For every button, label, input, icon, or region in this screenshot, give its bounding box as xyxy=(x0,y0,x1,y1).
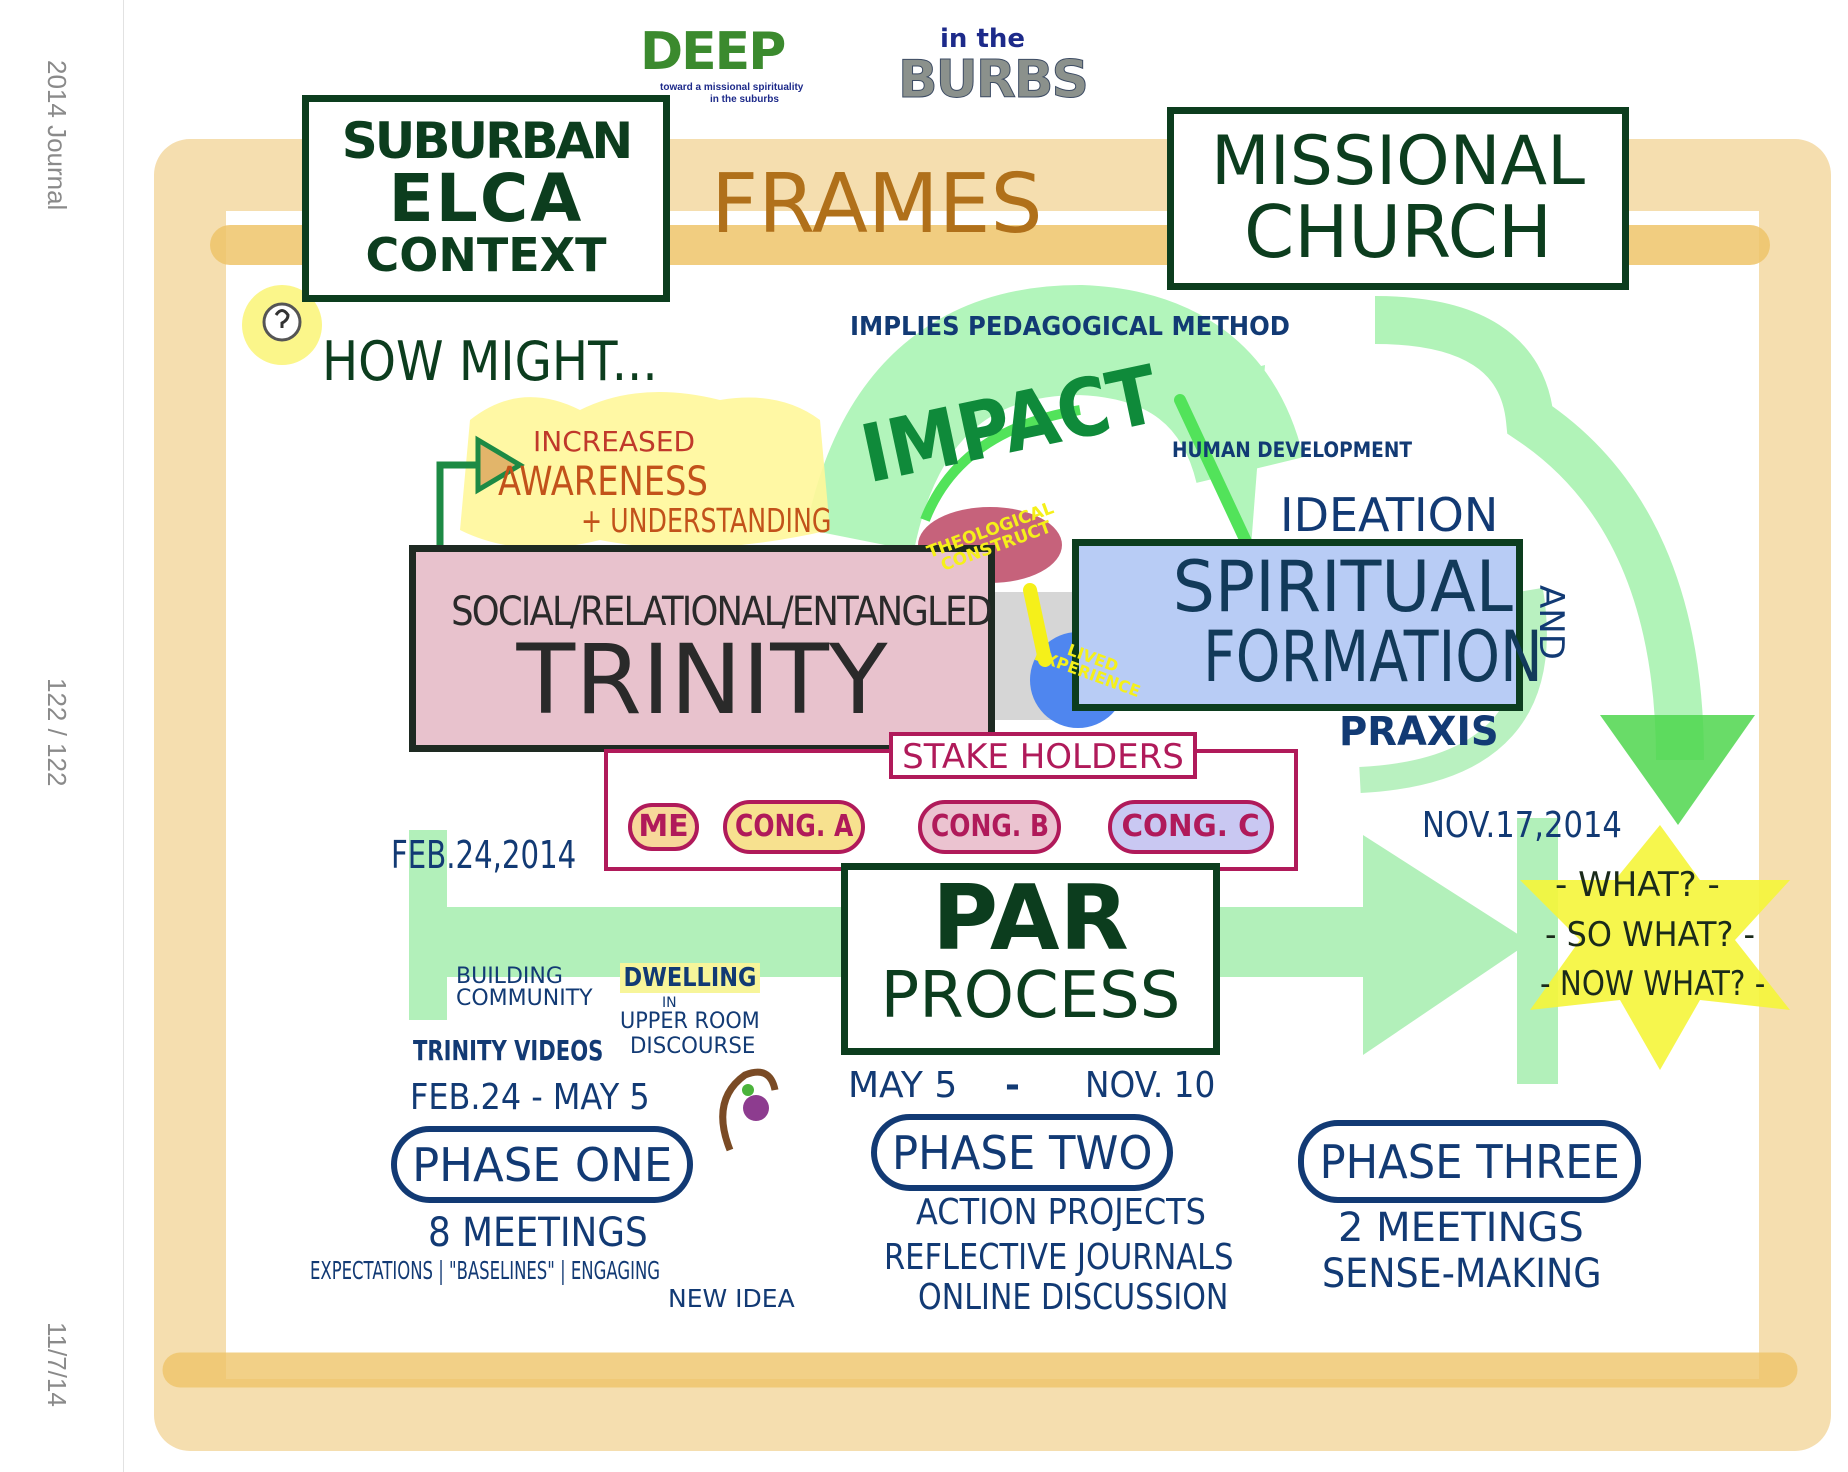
stakeholder-cong-c: CONG. C xyxy=(1108,800,1274,854)
par-process-box: PAR PROCESS xyxy=(841,863,1220,1055)
phase-one-dates: FEB.24 - MAY 5 xyxy=(410,1077,650,1118)
stakeholder-cong-b: CONG. B xyxy=(918,800,1061,854)
timeline-end-date: NOV.17,2014 xyxy=(1422,805,1622,846)
green-right-arrow xyxy=(1374,296,1704,761)
stakeholder-cong-a: CONG. A xyxy=(723,800,865,854)
stakeholder-cong-b-label: CONG. B xyxy=(930,809,1049,844)
stakeholder-cong-c-label: CONG. C xyxy=(1121,809,1261,844)
praxis-label: PRAXIS xyxy=(1339,709,1499,755)
phase-three-pill: PHASE THREE xyxy=(1298,1120,1641,1203)
impact-arc-head xyxy=(1170,365,1265,560)
phase-two-item: REFLECTIVE JOURNALS xyxy=(884,1237,1234,1278)
phase-two-pill: PHASE TWO xyxy=(871,1114,1173,1191)
note-in: IN xyxy=(662,995,677,1011)
phase-one-details-2: NEW IDEA xyxy=(668,1284,795,1313)
timeline-arrow-start xyxy=(409,830,447,1020)
phase-two-start: MAY 5 xyxy=(848,1065,958,1106)
missional-line-1: MISSIONAL xyxy=(1211,122,1585,201)
deep-in-the-burbs-logo: DEEP in the BURBS toward a missional spi… xyxy=(640,22,1226,110)
impact-outer-arc-text: IMPLIES PEDAGOGICAL METHOD xyxy=(850,312,1290,342)
par-process: PROCESS xyxy=(880,959,1181,1033)
phase-one-label: PHASE ONE xyxy=(411,1137,673,1192)
awareness-arrow-head xyxy=(475,435,525,495)
phase-two-item: ACTION PROJECTS xyxy=(916,1192,1206,1233)
timeline-arrow-head xyxy=(1363,835,1530,1055)
question-so-what: - SO WHAT? - xyxy=(1545,915,1756,955)
awareness-line3: + UNDERSTANDING xyxy=(581,501,832,540)
timeline-start-date: FEB.24,2014 xyxy=(391,833,577,877)
frames-label: FRAMES xyxy=(711,157,1043,252)
suburban-elca-context-box: SUBURBAN ELCA CONTEXT xyxy=(302,95,670,302)
phase-three-item: SENSE-MAKING xyxy=(1322,1251,1602,1297)
questions-burst xyxy=(1520,825,1790,1070)
impact-title-wrap: IMPACT xyxy=(810,348,1210,501)
impact-inner-arc-text: HUMAN DEVELOPMENT xyxy=(1172,438,1412,462)
awareness-arrow xyxy=(436,461,490,560)
question-now-what: - NOW WHAT? - xyxy=(1540,964,1766,1004)
stakeholder-me: ME xyxy=(628,803,699,851)
ideation-label: IDEATION xyxy=(1280,488,1499,542)
note-upper-room: UPPER ROOM xyxy=(620,1009,760,1034)
phase-three-label: PHASE THREE xyxy=(1319,1134,1620,1189)
missional-church-box: MISSIONAL CHURCH xyxy=(1167,107,1629,290)
impact-inner-line xyxy=(920,405,1081,522)
question-what: - WHAT? - xyxy=(1555,865,1720,905)
connector-highlight xyxy=(1023,583,1052,667)
formation-line-1: SPIRITUAL xyxy=(1172,546,1513,628)
praxis-loop xyxy=(1359,587,1547,793)
note-discourse: DISCOURSE xyxy=(630,1034,756,1059)
phase-one-meetings: 8 MEETINGS xyxy=(428,1210,648,1256)
logo-deep: DEEP xyxy=(640,22,786,82)
logo-burbs: BURBS xyxy=(898,50,1090,110)
lightbulb-icon xyxy=(242,285,322,365)
trinity-subtitle: SOCIAL/RELATIONAL/ENTANGLED xyxy=(451,589,993,635)
stakeholders-label-box: STAKE HOLDERS xyxy=(889,732,1197,779)
awareness-highlight xyxy=(460,392,830,548)
how-might-text: HOW MIGHT... xyxy=(322,330,658,393)
context-line-2: ELCA xyxy=(388,160,584,237)
awareness-line2: AWARENESS xyxy=(498,459,708,505)
impact-arc-stroke xyxy=(1174,394,1256,556)
trinity-box: SOCIAL/RELATIONAL/ENTANGLED TRINITY xyxy=(409,545,995,752)
journal-sidebar xyxy=(0,0,124,1472)
phase-one-pill: PHASE ONE xyxy=(391,1126,693,1203)
logo-in-the: in the xyxy=(940,24,1026,54)
phase-two-label: PHASE TWO xyxy=(891,1125,1153,1180)
grape-vine-icon xyxy=(719,1068,779,1152)
stakeholders-label: STAKE HOLDERS xyxy=(902,737,1184,777)
phase-one-details: EXPECTATIONS | "BASELINES" | ENGAGING xyxy=(310,1256,661,1285)
par-title: PAR xyxy=(932,866,1129,971)
phase-two-dash: - xyxy=(1005,1065,1020,1106)
note-building-community: BUILDING COMMUNITY xyxy=(456,964,593,1011)
phase-two-item: ONLINE DISCUSSION xyxy=(918,1277,1229,1318)
awareness-line1: INCREASED xyxy=(533,425,696,458)
green-right-arrow-head xyxy=(1600,715,1755,825)
spiritual-formation-box: SPIRITUAL FORMATION xyxy=(1072,539,1543,711)
and-label: AND xyxy=(1531,585,1571,660)
logo-tagline-2: in the suburbs xyxy=(710,94,779,105)
phase-three-bar xyxy=(1517,818,1558,1084)
missional-line-2: CHURCH xyxy=(1244,190,1552,274)
trinity-title: TRINITY xyxy=(516,624,888,736)
context-line-3: CONTEXT xyxy=(365,228,607,282)
logo-tagline-1: toward a missional spirituality xyxy=(660,82,804,93)
note-dwelling: DWELLING xyxy=(620,963,760,993)
stakeholder-cong-a-label: CONG. A xyxy=(734,809,854,844)
phase-two-end: NOV. 10 xyxy=(1085,1065,1216,1106)
formation-line-2: FORMATION xyxy=(1203,616,1543,698)
phase-three-item: 2 MEETINGS xyxy=(1338,1205,1584,1251)
stakeholder-me-label: ME xyxy=(638,809,689,844)
context-line-1: SUBURBAN xyxy=(341,112,633,170)
note-trinity-videos: TRINITY VIDEOS xyxy=(413,1034,604,1067)
